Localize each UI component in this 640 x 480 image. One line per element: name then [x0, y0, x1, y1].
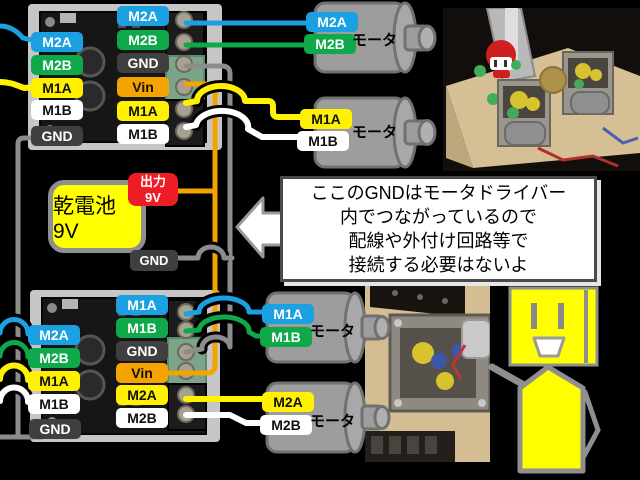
bottom-board-left-pin-m2b: M2B	[28, 348, 80, 368]
battery-gnd-label: GND	[130, 250, 178, 271]
top-board-left-pin-m1b: M1B	[31, 100, 83, 120]
mascot-mouth	[532, 336, 566, 358]
wire-input2-m1b-white	[0, 384, 31, 405]
motor1-name: モータ	[352, 32, 398, 49]
top-board-right-pin-vin: Vin	[117, 77, 169, 97]
gnd-note-box: ここのGNDはモータドライバー 内でつながっているので 配線や外付け回路等で 接…	[280, 176, 597, 282]
bottom-board-left-pin-gnd: GND	[29, 419, 81, 439]
wire-battery-gnd-gray	[174, 244, 235, 261]
wire-input2-m2b-green	[0, 340, 31, 360]
wire-input-m2a-blue	[0, 23, 39, 44]
top-board-right-pin-m1a: M1A	[117, 101, 169, 121]
brass-disc	[539, 66, 567, 94]
motor2-terminal-m1b: M1B	[297, 131, 349, 151]
top-board-left-pin-m2b: M2B	[31, 55, 83, 75]
gnd-note-line2: 内でつながっているので	[339, 207, 538, 227]
silver-motor	[461, 319, 490, 359]
mascot-eye-right	[558, 303, 564, 329]
photo-gearbox-closeup-bottom	[365, 283, 490, 462]
photo-wires-blue	[602, 126, 639, 145]
wire-m1b-white	[183, 107, 305, 140]
wire-m2b-white	[183, 412, 267, 426]
top-board-left-pin-m1a: M1A	[31, 78, 83, 98]
photo-wires-red	[537, 146, 619, 168]
bottom-board-left-pin-m1b: M1B	[28, 394, 80, 414]
bottom-board-right-pin-m2b: M2B	[116, 408, 168, 428]
wire-m1b-green	[183, 314, 271, 339]
mascot-arm-left	[488, 363, 528, 389]
battery-output-label: 出力 9V	[128, 173, 178, 206]
motor3-terminal-m1b: M1B	[260, 327, 312, 347]
mascot-arm-right	[581, 389, 601, 459]
top-board-right-pin-gnd: GND	[117, 53, 169, 73]
top-board-right-pin-m2a: M2A	[117, 6, 169, 26]
battery-output-line1: 出力	[139, 174, 166, 189]
bottom-board-right-pin-m2a: M2A	[116, 385, 168, 405]
motor4-terminal-m2b: M2B	[260, 415, 312, 435]
bottom-board-right-pin-vin: Vin	[116, 363, 168, 383]
bottom-board-left-pin-m1a: M1A	[28, 371, 80, 391]
bottom-board-right-pin-m1b: M1B	[116, 318, 168, 338]
motor4-name: モータ	[310, 413, 356, 430]
photo-gearbox-rig-top	[443, 8, 640, 171]
motor3-name: モータ	[310, 323, 356, 340]
motor4-terminal-m2a: M2A	[262, 392, 314, 412]
motor1-terminal-m2b: M2B	[304, 34, 356, 54]
photo-gearbox-rig-top-art	[443, 8, 640, 171]
photo-gearbox-closeup-art	[365, 283, 490, 462]
mascot-body	[517, 364, 586, 474]
gnd-note-line3: 配線や外付け回路等で	[348, 231, 529, 251]
bottom-board-right-pin-gnd: GND	[116, 341, 168, 361]
wire-input2-m1a-yellow	[0, 362, 31, 383]
wire-m1a-blue	[183, 295, 271, 317]
top-board-left-pin-gnd: GND	[31, 126, 83, 146]
top-board-left-pin-m2a: M2A	[31, 32, 83, 52]
gnd-note-line1: ここのGNDはモータドライバー	[310, 183, 567, 203]
battery-9v: 乾電池9V	[48, 180, 146, 253]
battery-label: 乾電池9V	[53, 194, 116, 243]
photo-wire-red	[451, 344, 467, 380]
left-gearbox	[497, 79, 551, 147]
motor2-terminal-m1a: M1A	[300, 109, 352, 129]
bottom-board-right-pin-m1a: M1A	[116, 295, 168, 315]
wire-m1a-yellow	[183, 83, 310, 120]
mascot-eye-left	[531, 303, 537, 329]
motor1-terminal-m2a: M2A	[306, 12, 358, 32]
gnd-note-line4: 接続する必要はないよ	[348, 255, 529, 275]
tread	[365, 431, 455, 462]
battery-output-line2: 9V	[145, 190, 161, 205]
motor3-terminal-m1a: M1A	[262, 304, 314, 324]
top-board-right-pin-m2b: M2B	[117, 30, 169, 50]
top-board-right-pin-m1b: M1B	[117, 124, 169, 144]
wire-input2-m2a-blue	[0, 317, 31, 337]
toy-figure	[474, 40, 521, 105]
right-gearbox	[562, 51, 614, 115]
motor2-name: モータ	[352, 124, 398, 141]
wire-gnd-right-gray	[183, 63, 233, 355]
bottom-board-left-pin-m2a: M2A	[28, 325, 80, 345]
wire-input-m1a-yellow	[0, 79, 39, 91]
